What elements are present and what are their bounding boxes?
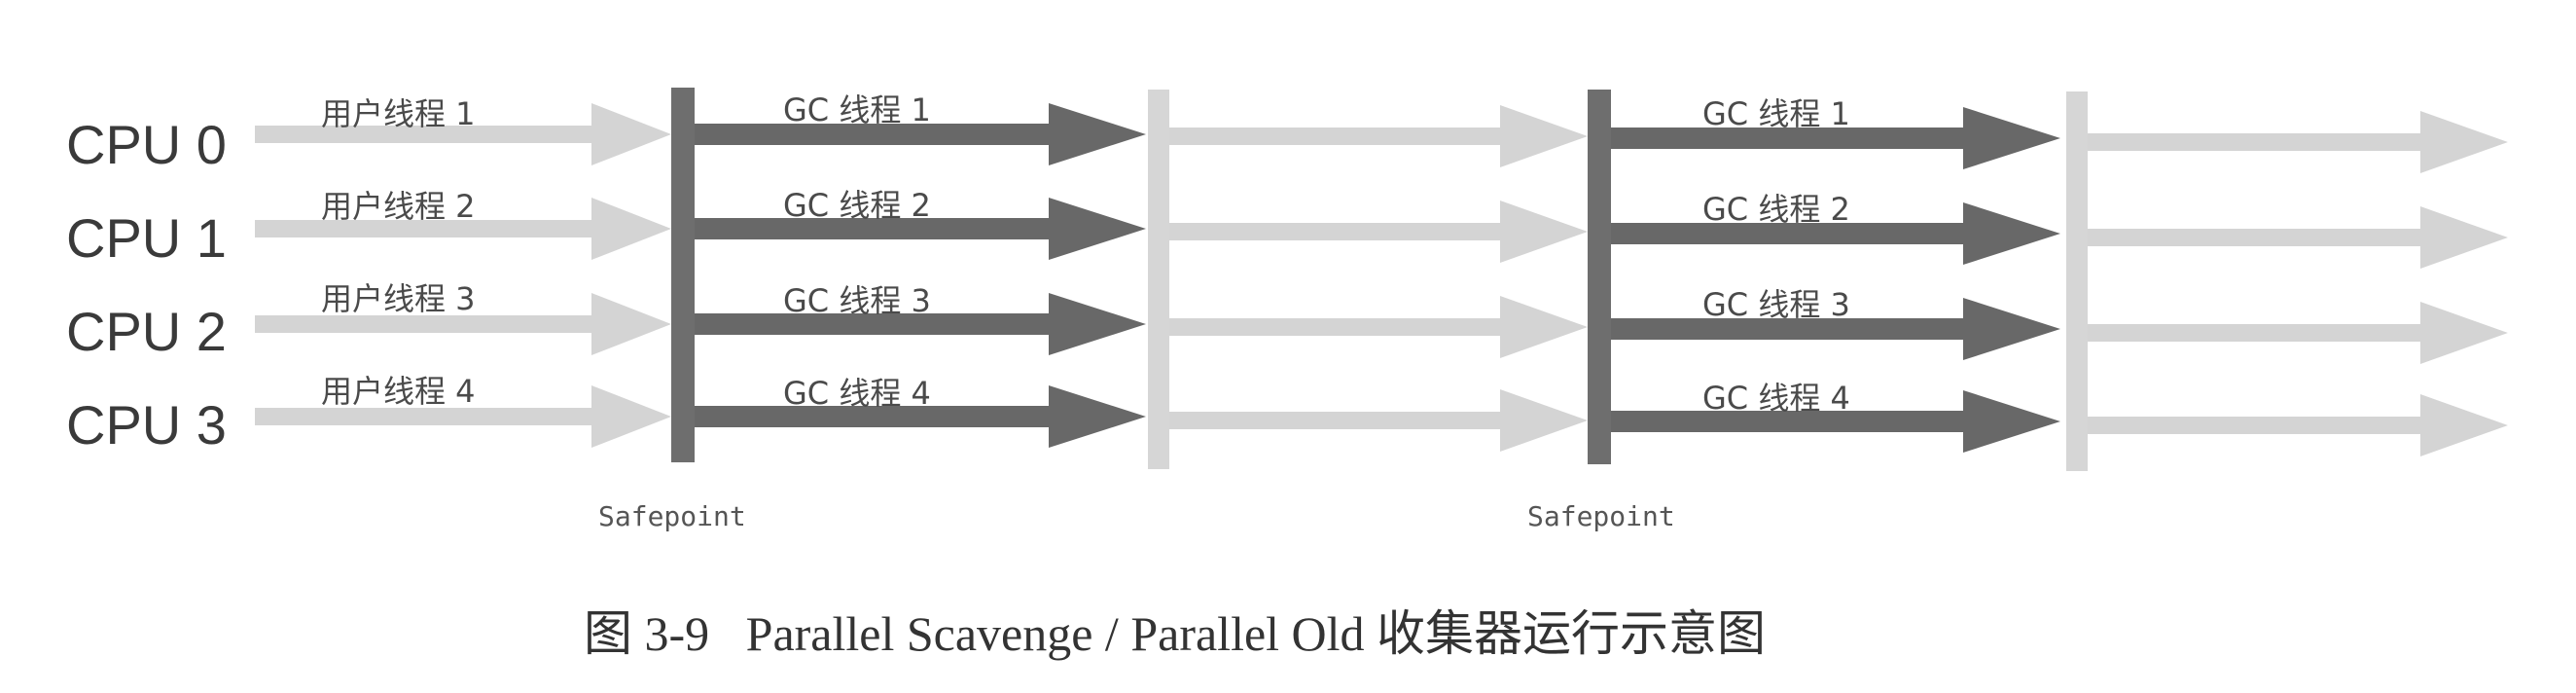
gc-thread-arrow-a-1: [695, 103, 1146, 165]
cpu-label-0: CPU 0: [66, 114, 227, 175]
resume-arrow-a-4: [1169, 389, 1588, 452]
resume-bar-1: [1148, 90, 1169, 469]
user-thread-label-4: 用户线程 4: [321, 373, 476, 410]
gc-thread-label-4a: GC 线程 4: [783, 375, 931, 412]
resume-arrow-a-3: [1169, 296, 1588, 358]
gc-thread-arrow-b-4: [1611, 390, 2060, 453]
user-thread-arrow-1: [255, 103, 671, 165]
gc-thread-arrow-a-3: [695, 293, 1146, 355]
resume-arrow-a-2: [1169, 201, 1588, 263]
thread-arrows: [255, 103, 2508, 456]
resume-bar-2: [2066, 91, 2088, 471]
user-thread-arrow-2: [255, 198, 671, 260]
user-thread-arrow-4: [255, 385, 671, 448]
figure-caption: 图 3-9 Parallel Scavenge / Parallel Old 收…: [584, 606, 1766, 661]
gc-thread-label-2a: GC 线程 2: [783, 187, 931, 224]
gc-thread-label-3b: GC 线程 3: [1702, 286, 1850, 323]
resume-arrow-b-3: [2088, 302, 2508, 364]
resume-arrow-a-1: [1169, 105, 1588, 167]
safepoint-label-1: Safepoint: [598, 500, 746, 532]
user-thread-arrow-3: [255, 293, 671, 355]
user-thread-label-1: 用户线程 1: [321, 95, 476, 132]
resume-arrow-b-2: [2088, 206, 2508, 269]
safepoint-bar-1: [671, 88, 695, 462]
gc-thread-arrow-b-3: [1611, 298, 2060, 360]
gc-thread-label-1a: GC 线程 1: [783, 91, 931, 128]
gc-thread-label-2b: GC 线程 2: [1702, 191, 1850, 228]
gc-thread-label-3a: GC 线程 3: [783, 282, 931, 319]
safepoint-bar-2: [1588, 90, 1611, 464]
user-thread-label-2: 用户线程 2: [321, 188, 476, 225]
resume-arrow-b-4: [2088, 394, 2508, 456]
safepoint-label-2: Safepoint: [1527, 500, 1675, 532]
gc-thread-arrow-b-1: [1611, 107, 2060, 169]
user-thread-label-3: 用户线程 3: [321, 280, 476, 317]
cpu-label-2: CPU 2: [66, 301, 227, 362]
gc-thread-label-1b: GC 线程 1: [1702, 95, 1850, 132]
resume-arrow-b-1: [2088, 111, 2508, 173]
gc-thread-arrow-a-4: [695, 385, 1146, 448]
gc-thread-arrow-b-2: [1611, 202, 2060, 265]
cpu-label-3: CPU 3: [66, 394, 227, 456]
gc-thread-label-4b: GC 线程 4: [1702, 380, 1850, 417]
gc-thread-arrow-a-2: [695, 198, 1146, 260]
cpu-label-1: CPU 1: [66, 207, 227, 269]
